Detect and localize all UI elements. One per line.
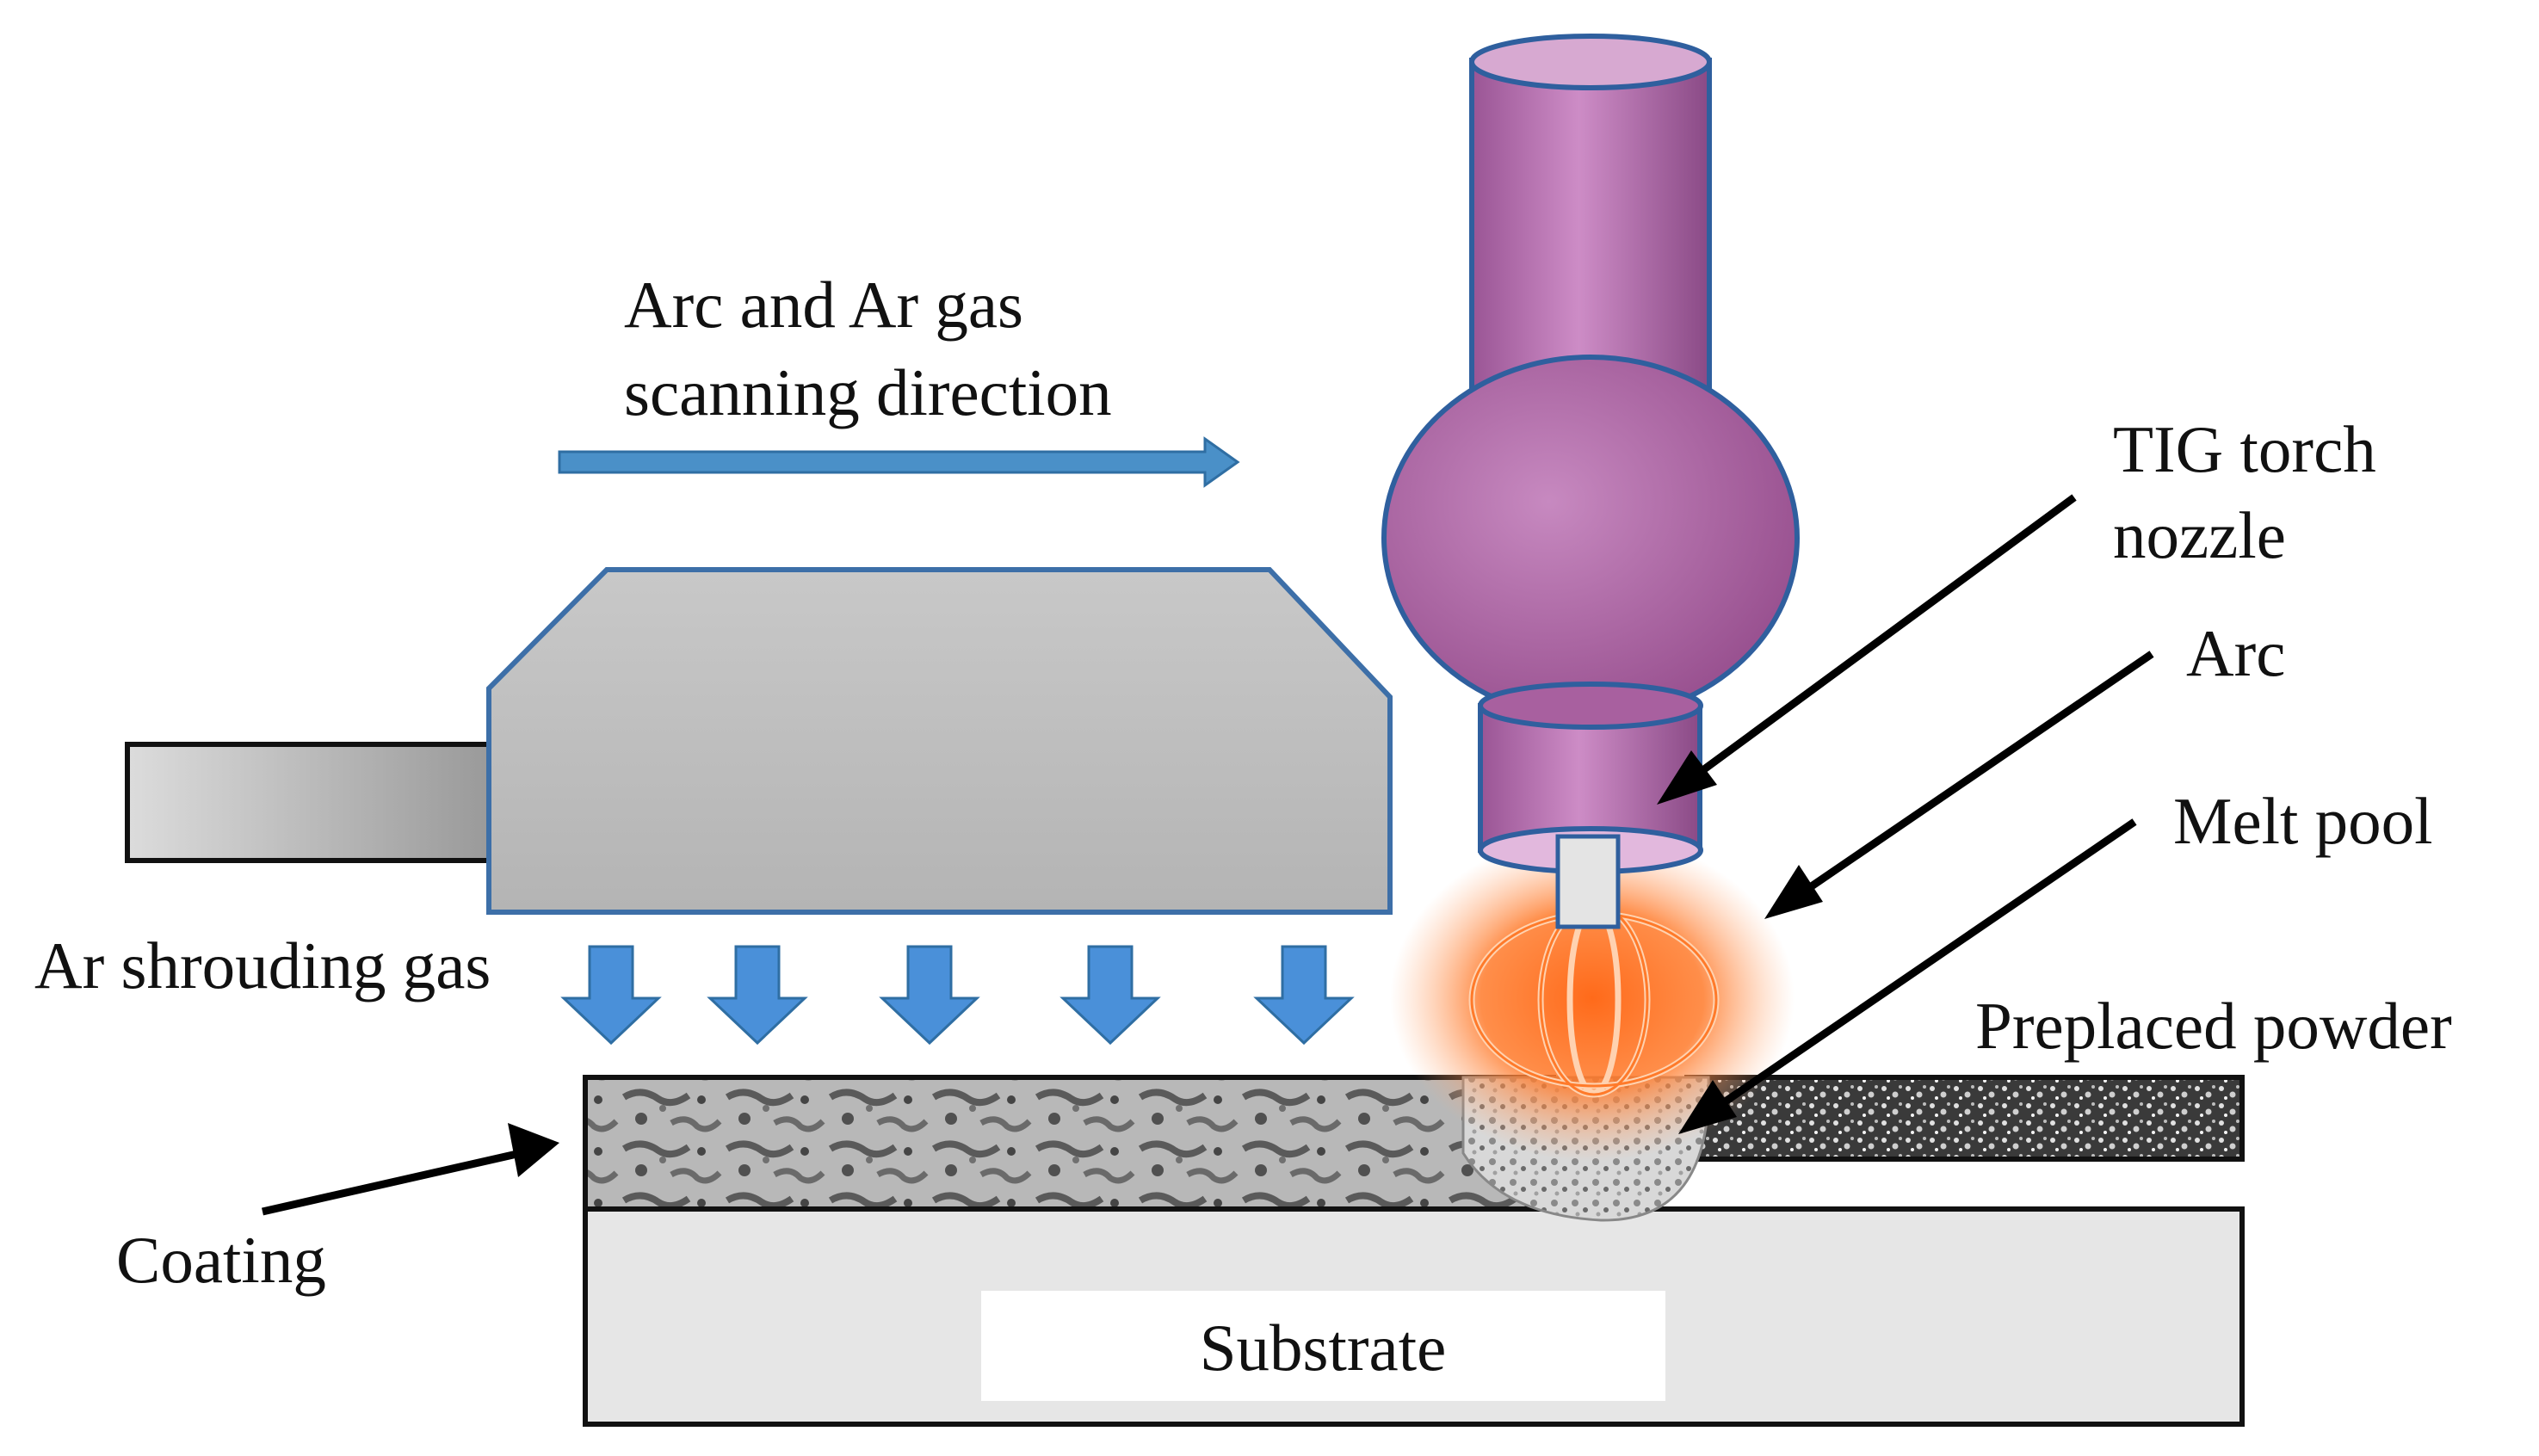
tig-torch-label-line1: TIG torch (2113, 412, 2376, 486)
torch-nozzle (1478, 703, 1702, 853)
preplaced-powder-layer (1684, 1075, 2245, 1162)
gas-inlet-pipe (125, 742, 491, 863)
torch-top-cap (1469, 34, 1712, 90)
melt-pool-pointer (1678, 818, 2137, 1134)
preplaced-powder-label: Preplaced powder (1975, 989, 2452, 1063)
gas-arrow (879, 945, 980, 1046)
arc-glow (1390, 835, 1795, 1162)
shrouding-gas-arrows (560, 945, 1355, 1046)
gas-arrow (1253, 945, 1355, 1046)
substrate-label-box (981, 1291, 1665, 1401)
scan-direction-label-line2: scanning direction (624, 355, 1112, 429)
gas-arrow (707, 945, 808, 1046)
ar-shrouding-gas-label: Ar shrouding gas (34, 929, 491, 1003)
shroud-housing (486, 567, 1393, 915)
coating-label: Coating (116, 1223, 326, 1297)
melt-pool-label: Melt pool (2173, 784, 2433, 858)
gas-arrow (560, 945, 662, 1046)
tig-torch-label-line2: nozzle (2113, 498, 2286, 572)
gas-arrow (1059, 945, 1161, 1046)
torch-sphere (1381, 355, 1800, 721)
arc-label: Arc (2186, 616, 2285, 690)
substrate-label: Substrate (1200, 1311, 1447, 1385)
coating-pointer (262, 1123, 559, 1216)
gas-shroud (125, 567, 1393, 915)
scan-direction-label-line1: Arc and Ar gas (624, 268, 1023, 342)
tungsten-electrode (1555, 834, 1621, 929)
tig-torch-pointer (1657, 494, 2077, 805)
arc-pointer (1764, 651, 2154, 919)
tig-torch (1381, 34, 1800, 929)
coating-layer (583, 1075, 1556, 1212)
scan-direction-arrow (558, 436, 1240, 488)
